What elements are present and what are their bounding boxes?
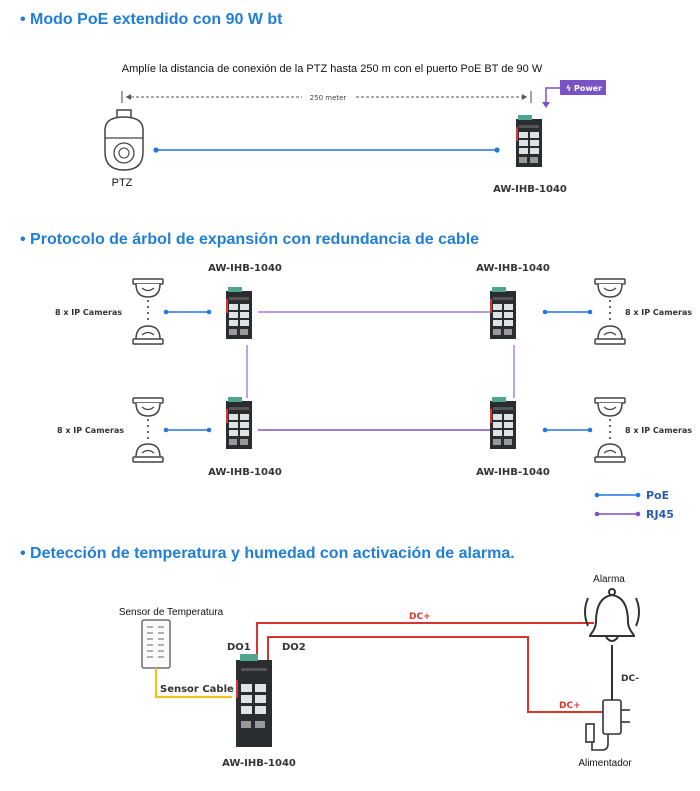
legend-label: RJ45 xyxy=(646,508,674,521)
switch-icon xyxy=(236,654,272,747)
dome-camera-icon xyxy=(594,325,626,345)
dc-plus-label: DC+ xyxy=(559,701,581,711)
power-supply-label: Alimentador xyxy=(578,758,632,769)
switch-label: AW-IHB-1040 xyxy=(476,467,550,478)
switch-label: AW-IHB-1040 xyxy=(208,263,282,274)
camera-group xyxy=(132,397,212,463)
switch-label: AW-IHB-1040 xyxy=(476,263,550,274)
poe-caption: Amplíe la distancia de conexión de la PT… xyxy=(122,63,543,75)
do1-label: DO1 xyxy=(227,642,251,653)
dc-plus-label: DC+ xyxy=(409,612,431,622)
dome-camera-icon xyxy=(132,397,164,417)
sensor-cable-label: Sensor Cable xyxy=(160,684,234,695)
dc-minus-label: DC- xyxy=(621,674,639,684)
dome-camera-icon xyxy=(132,443,164,463)
legend: PoE RJ45 xyxy=(594,489,674,521)
poe-link xyxy=(153,147,500,153)
switch-icon xyxy=(226,397,252,449)
dome-camera-icon xyxy=(132,278,164,298)
camera-group-label: 8 x IP Cameras xyxy=(625,426,692,435)
switch-icon xyxy=(490,287,516,339)
temperature-sensor-icon xyxy=(141,619,171,669)
switch-icon xyxy=(516,115,542,167)
dome-camera-icon xyxy=(594,397,626,417)
alarm-bell-icon xyxy=(584,588,640,642)
legend-label: PoE xyxy=(646,489,669,502)
lightning-icon: ϟ xyxy=(566,84,571,93)
rj45-ring xyxy=(246,311,515,431)
do2-label: DO2 xyxy=(282,642,306,653)
camera-group-label: 8 x IP Cameras xyxy=(625,308,692,317)
camera-group xyxy=(542,397,626,463)
alarm-label: Alarma xyxy=(593,574,625,585)
switch-label: AW-IHB-1040 xyxy=(208,467,282,478)
section-header-poe: • Modo PoE extendido con 90 W bt xyxy=(20,11,283,28)
camera-group-label: 8 x IP Cameras xyxy=(55,308,122,317)
power-badge-label: Power xyxy=(574,84,602,93)
dome-camera-icon xyxy=(594,278,626,298)
power-adapter-icon xyxy=(585,699,630,751)
switch-icon xyxy=(490,397,516,449)
legend-item-rj45: RJ45 xyxy=(594,508,674,521)
sensor-cable xyxy=(154,668,232,699)
switch-label: AW-IHB-1040 xyxy=(222,758,296,769)
switch-label: AW-IHB-1040 xyxy=(493,184,567,195)
distance-dimension: 250 meter xyxy=(121,91,532,103)
ptz-camera xyxy=(104,109,144,171)
dc-wiring xyxy=(256,622,606,713)
dome-camera-icon xyxy=(594,443,626,463)
sensor-label: Sensor de Temperatura xyxy=(119,607,224,618)
distance-label: 250 meter xyxy=(310,94,347,102)
dome-camera-icon xyxy=(132,325,164,345)
switch-icon xyxy=(226,287,252,339)
legend-item-poe: PoE xyxy=(594,489,669,502)
ptz-label: PTZ xyxy=(112,177,133,189)
camera-group xyxy=(132,278,212,345)
camera-group xyxy=(542,278,626,345)
camera-group-label: 8 x IP Cameras xyxy=(57,426,124,435)
section-header-alarm: • Detección de temperatura y humedad con… xyxy=(20,545,515,562)
section-header-stp: • Protocolo de árbol de expansión con re… xyxy=(20,231,480,248)
power-badge: ϟ Power xyxy=(542,80,606,108)
